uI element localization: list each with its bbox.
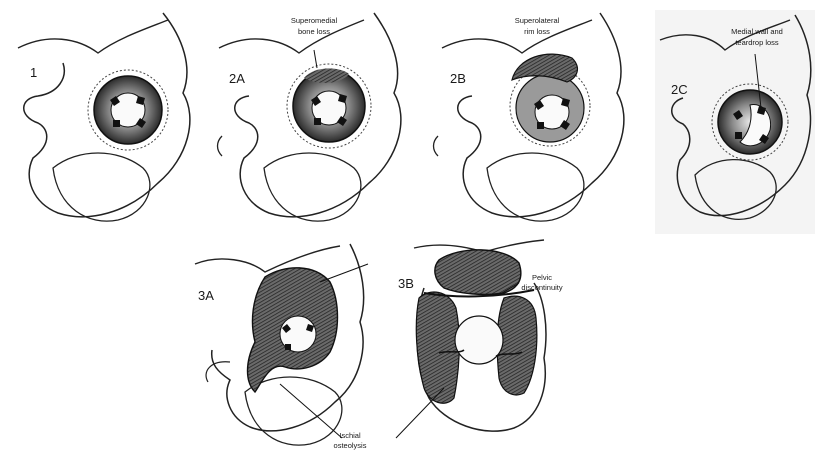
pelvis-diagram-2c: Medial wall and teardrop loss 2C (655, 10, 815, 234)
annotation-line-2: rim loss (524, 27, 550, 36)
annotation-line-2: osteolysis (334, 441, 367, 450)
pelvis-diagram-2b: Superolateral rim loss 2B (432, 8, 637, 234)
pelvis-diagram-1: 1 (8, 8, 208, 234)
panel-type-2a: Superomedial bone loss 2A (214, 8, 414, 234)
annotation-line-1: Pelvic (532, 273, 552, 282)
panel-type-2c: Medial wall and teardrop loss 2C (655, 10, 815, 234)
panel-type-3a: Ischial osteolysis 3A (190, 242, 372, 454)
pelvis-diagram-3a: Ischial osteolysis 3A (190, 242, 372, 454)
type-label: 2C (671, 82, 688, 97)
annotation-line-2: bone loss (298, 27, 330, 36)
type-label: 3A (198, 288, 214, 303)
type-label: 3B (398, 276, 414, 291)
panel-type-1: 1 (8, 8, 208, 234)
annotation-line-1: Ischial (339, 431, 361, 440)
type-label: 2A (229, 71, 245, 86)
type-label: 1 (30, 65, 37, 80)
annotation-line-1: Medial wall and (731, 27, 783, 36)
annotation-line-1: Superomedial (291, 16, 338, 25)
annotation-line-2: discontinuity (521, 283, 563, 292)
panel-type-2b: Superolateral rim loss 2B (432, 8, 637, 234)
type-label: 2B (450, 71, 466, 86)
pelvis-diagram-3b: Pelvic discontinuity 3B (384, 238, 564, 454)
annotation-line-2: teardrop loss (735, 38, 779, 47)
pelvis-diagram-2a: Superomedial bone loss 2A (214, 8, 414, 234)
annotation-line-1: Superolateral (515, 16, 560, 25)
panel-type-3b: Pelvic discontinuity 3B (384, 238, 564, 454)
